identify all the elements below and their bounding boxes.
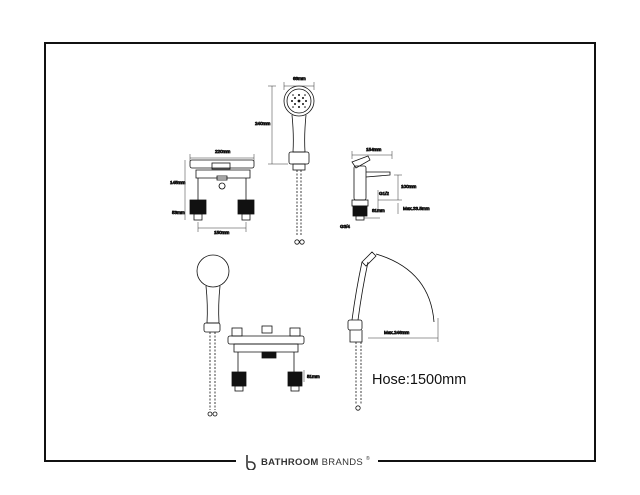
dim-bath-base: 53mm (172, 210, 185, 215)
hose-length-label: Hose:1500mm (372, 372, 467, 388)
dim-basin-width: 154mm (366, 147, 381, 152)
brand-name-part2: BRANDS (321, 456, 364, 468)
dim-head-width: 68mm (293, 76, 306, 81)
bath-mixer-front-view (184, 154, 255, 232)
dim-basin-tail: 81mm (372, 208, 385, 213)
bath-shower-mixer-front-view (196, 254, 305, 417)
bath-shower-mixer-side-view (347, 251, 439, 411)
brand-name-part1: BATHROOM (261, 456, 319, 468)
brand-b-icon (246, 455, 256, 470)
shower-head-top-view (268, 82, 315, 245)
dim-basin-max: Max.33.5mm (403, 206, 430, 211)
dim-basin-height: 100mm (401, 184, 416, 189)
brand-registered-mark: ® (366, 456, 370, 462)
dim-bath-centres: 150mm (214, 230, 229, 235)
dim-side-max: Max.246mm (384, 330, 409, 335)
dim-front-base: 51mm (307, 374, 320, 379)
basin-mixer-side-view (351, 151, 402, 221)
dim-head-height: 240mm (255, 121, 270, 126)
dim-bath-width: 220mm (215, 149, 230, 154)
dim-basin-thread: G1/2 (379, 191, 389, 196)
brand-logo: BATHROOM BRANDS ® (236, 452, 378, 472)
dim-basin-fitting: G3/4 (340, 224, 350, 229)
dim-bath-height: 145mm (170, 180, 185, 185)
